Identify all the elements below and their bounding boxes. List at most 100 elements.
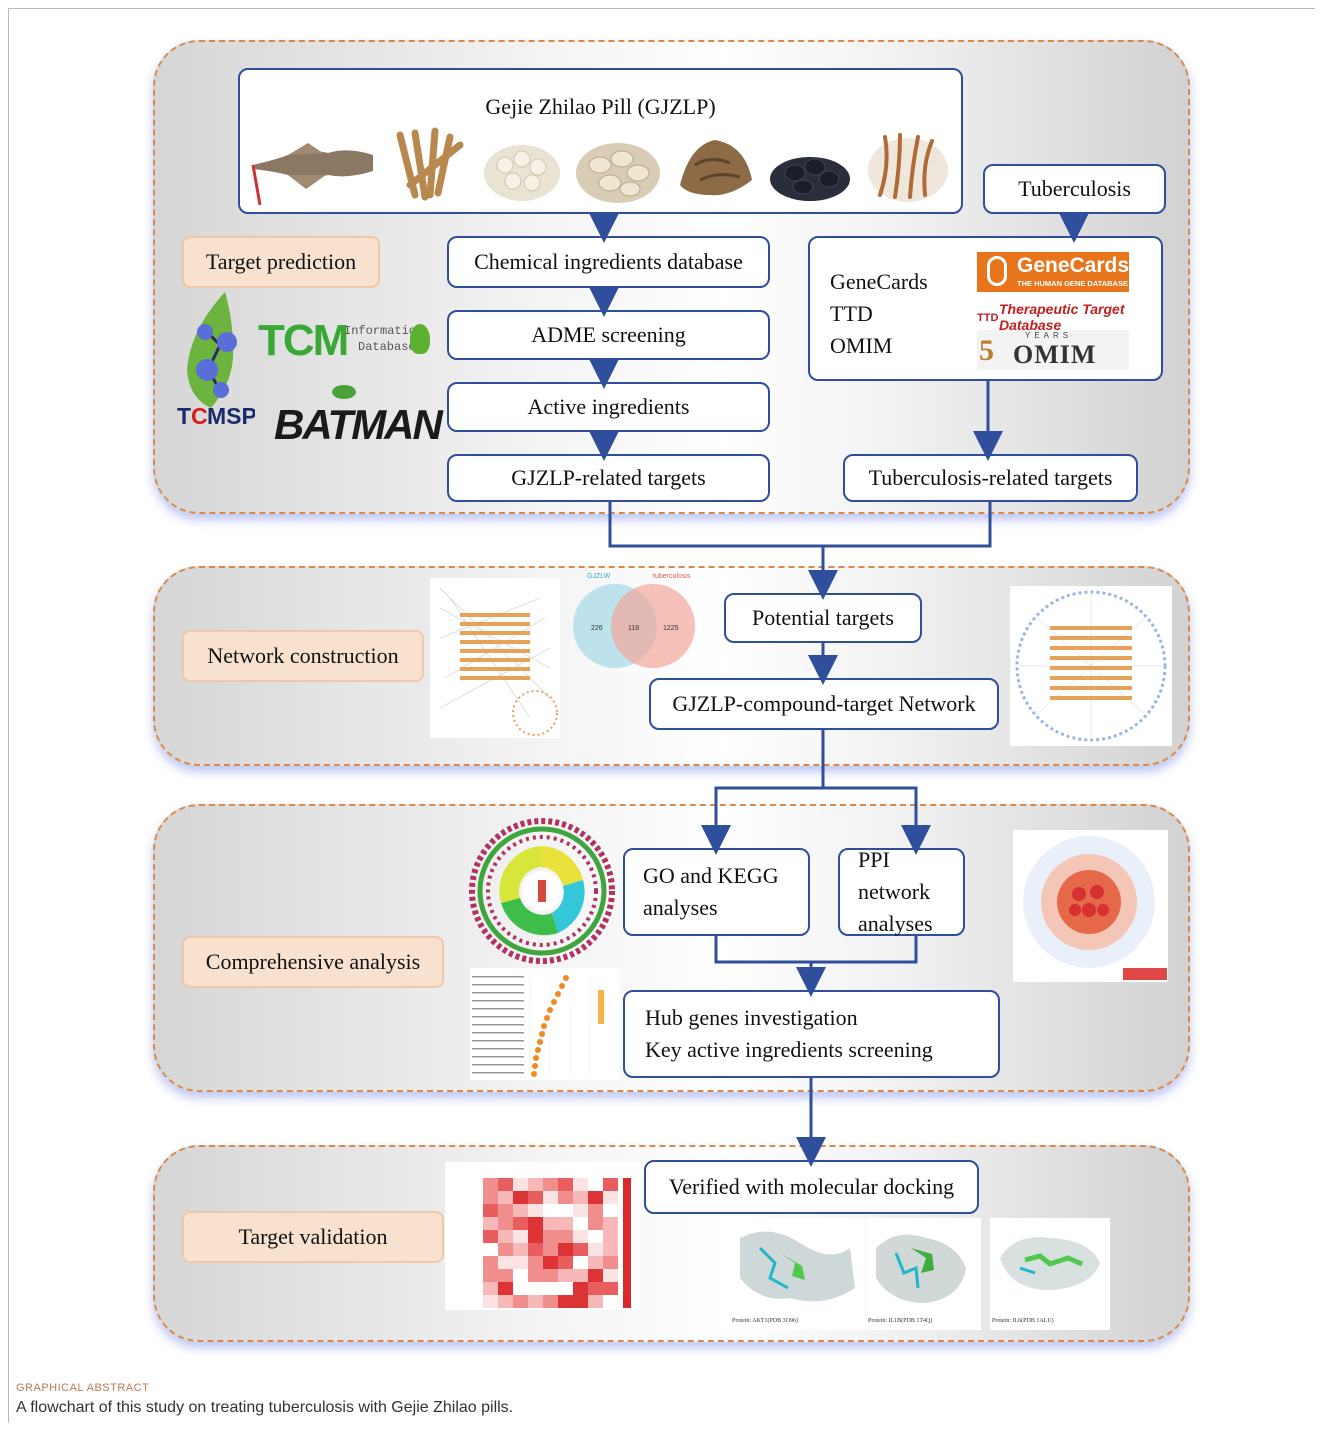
docking-heatmap <box>445 1162 640 1310</box>
heatmap-cell <box>588 1256 603 1269</box>
heatmap-cell <box>543 1230 558 1243</box>
heatmap-cell <box>528 1191 543 1204</box>
tb-targets-box: Tuberculosis-related targets <box>843 454 1138 502</box>
heatmap-cell <box>573 1282 588 1295</box>
heatmap-cell <box>543 1204 558 1217</box>
db-genecards: GeneCards <box>830 269 928 294</box>
batman-sprout-icon <box>332 385 356 399</box>
genecards-logo: GeneCards THE HUMAN GENE DATABASE <box>977 252 1129 292</box>
tcm-logo: TCM Information Database <box>258 316 430 366</box>
venn-label-tb: tuberculosis <box>653 573 691 580</box>
heatmap-cell <box>513 1204 528 1217</box>
heatmap-cell <box>498 1178 513 1191</box>
heatmap-cell <box>543 1178 558 1191</box>
heatmap-cell <box>603 1269 618 1282</box>
key-ingredients-label: Key active ingredients screening <box>645 1037 933 1062</box>
label-target-validation: Target validation <box>182 1211 444 1263</box>
tuberculosis-box: Tuberculosis <box>983 164 1166 214</box>
ppi-network-thumbnail <box>1013 830 1168 982</box>
heatmap-cell <box>603 1178 618 1191</box>
svg-text:T: T <box>177 403 191 429</box>
heatmap-cell <box>588 1269 603 1282</box>
heatmap-cell <box>573 1217 588 1230</box>
adme-screening-box: ADME screening <box>447 310 770 360</box>
ppi-box: PPI network analyses <box>838 847 965 936</box>
venn-label-gjzlp: GJZLW <box>587 573 611 580</box>
heatmap-cell <box>558 1191 573 1204</box>
heatmap-cell <box>588 1204 603 1217</box>
heatmap-cell <box>528 1204 543 1217</box>
molecular-docking-box: Verified with molecular docking <box>644 1160 979 1214</box>
heatmap-cell <box>528 1256 543 1269</box>
active-ingredients-box: Active ingredients <box>447 382 770 432</box>
heatmap-cell <box>498 1295 513 1308</box>
docking-caption-akt1: Protein: AKT1(PDB 3O96) <box>732 1317 798 1324</box>
heatmap-cell <box>558 1178 573 1191</box>
heatmap-cell <box>588 1191 603 1204</box>
svg-text:MSP: MSP <box>207 403 255 429</box>
heatmap-cell <box>543 1217 558 1230</box>
genecards-logo-text: GeneCards <box>1017 254 1130 277</box>
docking-caption-il6: Protein: IL6(PDB 1ALU) <box>992 1317 1054 1324</box>
heatmap-cell <box>513 1243 528 1256</box>
heatmap-cell <box>558 1243 573 1256</box>
heatmap-cell <box>558 1217 573 1230</box>
heatmap-cell <box>483 1217 498 1230</box>
heatmap-cell <box>543 1282 558 1295</box>
kegg-bubble-plot <box>470 968 620 1080</box>
heatmap-cell <box>528 1243 543 1256</box>
omim-years: YEARS <box>1025 331 1073 340</box>
tcmsp-logo: T C MSP <box>177 292 255 429</box>
label-target-prediction: Target prediction <box>182 236 380 288</box>
heatmap-cell <box>543 1269 558 1282</box>
heatmap-cell <box>498 1256 513 1269</box>
chemical-ingredients-box: Chemical ingredients database <box>447 236 770 288</box>
heatmap-cell <box>558 1256 573 1269</box>
heatmap-cell <box>543 1243 558 1256</box>
genecards-logo-subtext: THE HUMAN GENE DATABASE <box>1017 279 1128 288</box>
heatmap-cell <box>558 1295 573 1308</box>
tcm-leaf-icon <box>410 324 430 354</box>
heatmap-cell <box>498 1243 513 1256</box>
heatmap-cell <box>528 1230 543 1243</box>
heatmap-cell <box>513 1178 528 1191</box>
heatmap-cell <box>543 1191 558 1204</box>
heatmap-cell <box>498 1217 513 1230</box>
heatmap-cell <box>603 1282 618 1295</box>
ingredient-image-6 <box>765 125 855 205</box>
ingredient-image-1 <box>248 125 378 205</box>
go-kegg-box: GO and KEGG analyses <box>623 848 810 936</box>
heatmap-cell <box>483 1243 498 1256</box>
heatmap-cell <box>588 1243 603 1256</box>
heatmap-cell <box>573 1230 588 1243</box>
circos-plot <box>469 818 615 964</box>
heatmap-cell <box>483 1256 498 1269</box>
go-kegg-label: GO and KEGG analyses <box>643 863 779 920</box>
heatmap-cell <box>558 1282 573 1295</box>
heatmap-cell <box>513 1217 528 1230</box>
heatmap-cell <box>498 1230 513 1243</box>
heatmap-cell <box>498 1269 513 1282</box>
heatmap-cell <box>603 1191 618 1204</box>
heatmap-cell <box>483 1178 498 1191</box>
heatmap-cell <box>543 1256 558 1269</box>
heatmap-cell <box>513 1256 528 1269</box>
ingredient-image-2 <box>380 125 475 205</box>
compound-target-network-box: GJZLP-compound-target Network <box>649 678 999 730</box>
hub-genes-box: Hub genes investigation Key active ingre… <box>623 990 1000 1078</box>
heatmap-cell <box>498 1204 513 1217</box>
heatmap-cell <box>558 1230 573 1243</box>
db-ttd: TTD <box>830 301 873 326</box>
heatmap-cell <box>588 1230 603 1243</box>
venn-diagram: GJZLW tuberculosis 226 118 1225 <box>573 573 695 668</box>
omim-number: 5 <box>979 334 994 367</box>
label-comprehensive-analysis: Comprehensive analysis <box>182 936 444 988</box>
docking-result-il6: Protein: IL6(PDB 1ALU) <box>990 1218 1110 1330</box>
heatmap-cell <box>513 1191 528 1204</box>
heatmap-cell <box>513 1269 528 1282</box>
heatmap-cell <box>513 1282 528 1295</box>
heatmap-cell <box>603 1230 618 1243</box>
heatmap-cell <box>483 1230 498 1243</box>
heatmap-cell <box>588 1295 603 1308</box>
hub-genes-label: Hub genes investigation <box>645 1005 858 1030</box>
